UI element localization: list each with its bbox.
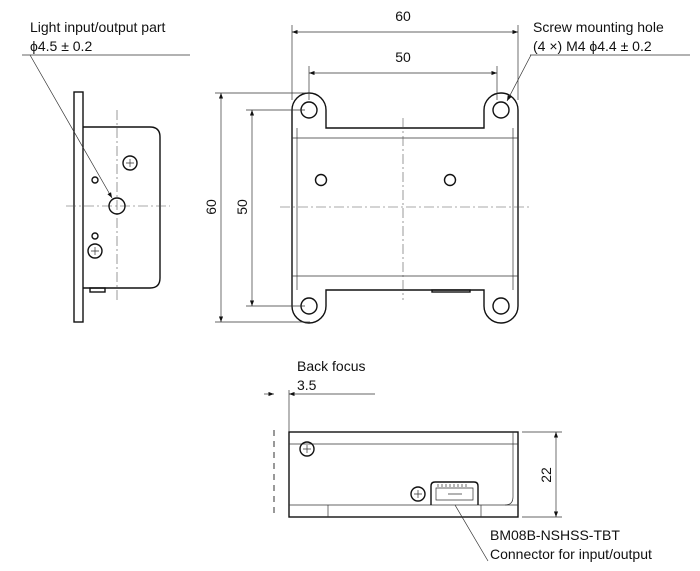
dim-height-holes: 50	[234, 199, 250, 215]
light-part-label: Light input/output part	[30, 19, 166, 35]
screw-icon	[299, 441, 315, 457]
dim-height-outer: 60	[203, 199, 219, 215]
side-view	[66, 91, 170, 323]
back-focus-label: Back focus	[297, 358, 365, 374]
screw-hole-label: Screw mounting hole	[533, 19, 664, 35]
connector-description: Connector for input/output	[490, 546, 652, 562]
dim-width-holes: 50	[395, 49, 411, 65]
front-view	[280, 92, 530, 324]
connector	[430, 481, 479, 505]
dim-depth: 22	[538, 467, 554, 483]
screw-hole-spec: (4 ×) M4 ϕ4.4 ± 0.2	[533, 38, 652, 54]
screw-icon	[410, 486, 426, 502]
screw-icon	[87, 243, 103, 259]
dim-width-outer: 60	[395, 8, 411, 24]
bottom-view	[273, 430, 519, 518]
connector-model: BM08B-NSHSS-TBT	[490, 527, 620, 543]
light-part-tolerance: ϕ4.5 ± 0.2	[30, 38, 92, 54]
screw-icon	[122, 155, 138, 171]
light-port-hole	[108, 197, 126, 215]
back-focus-value: 3.5	[297, 377, 317, 393]
